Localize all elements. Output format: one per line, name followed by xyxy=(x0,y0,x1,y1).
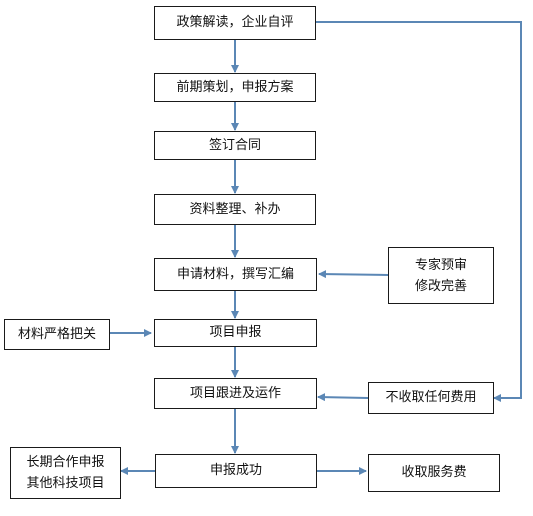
node-expert-review-line-1: 专家预审 xyxy=(414,257,467,273)
node-strict-check-label: 材料严格把关 xyxy=(17,326,96,342)
node-planning-label: 前期策划，申报方案 xyxy=(176,79,294,95)
arrow-nofee-to-followup xyxy=(317,393,369,402)
node-expert-review-line-2: 修改完善 xyxy=(414,278,467,294)
node-policy-label: 政策解读，企业自评 xyxy=(176,15,294,30)
node-project-declare: 项目申报 xyxy=(154,319,317,347)
node-success: 申报成功 xyxy=(155,454,317,488)
node-materials-sort: 资料整理、补办 xyxy=(154,194,316,225)
node-no-fee: 不收取任何费用 xyxy=(368,382,494,414)
loop-policy-to-nofee xyxy=(316,21,522,402)
node-planning: 前期策划，申报方案 xyxy=(154,73,316,102)
node-follow-up-label: 项目跟进及运作 xyxy=(189,385,281,401)
arrow-expert-to-apply xyxy=(318,270,389,279)
node-follow-up: 项目跟进及运作 xyxy=(154,378,317,409)
node-long-term-line-2: 其他科技项目 xyxy=(26,476,105,491)
node-apply-write: 申请材料，撰写汇编 xyxy=(154,258,317,291)
node-contract: 签订合同 xyxy=(154,131,316,160)
node-success-label: 申报成功 xyxy=(209,463,262,478)
node-service-fee-label: 收取服务费 xyxy=(401,465,467,480)
node-project-declare-label: 项目申报 xyxy=(209,325,262,340)
node-no-fee-label: 不收取任何费用 xyxy=(385,390,477,405)
node-apply-write-label: 申请材料，撰写汇编 xyxy=(176,266,294,282)
node-long-term: 长期合作申报 其他科技项目 xyxy=(10,447,121,499)
node-strict-check: 材料严格把关 xyxy=(4,319,110,350)
node-long-term-line-1: 长期合作申报 xyxy=(26,455,105,470)
node-expert-review: 专家预审 修改完善 xyxy=(388,247,494,304)
node-service-fee: 收取服务费 xyxy=(368,454,500,492)
node-contract-label: 签订合同 xyxy=(208,137,261,153)
node-materials-sort-label: 资料整理、补办 xyxy=(189,201,281,217)
node-policy: 政策解读，企业自评 xyxy=(154,6,316,40)
